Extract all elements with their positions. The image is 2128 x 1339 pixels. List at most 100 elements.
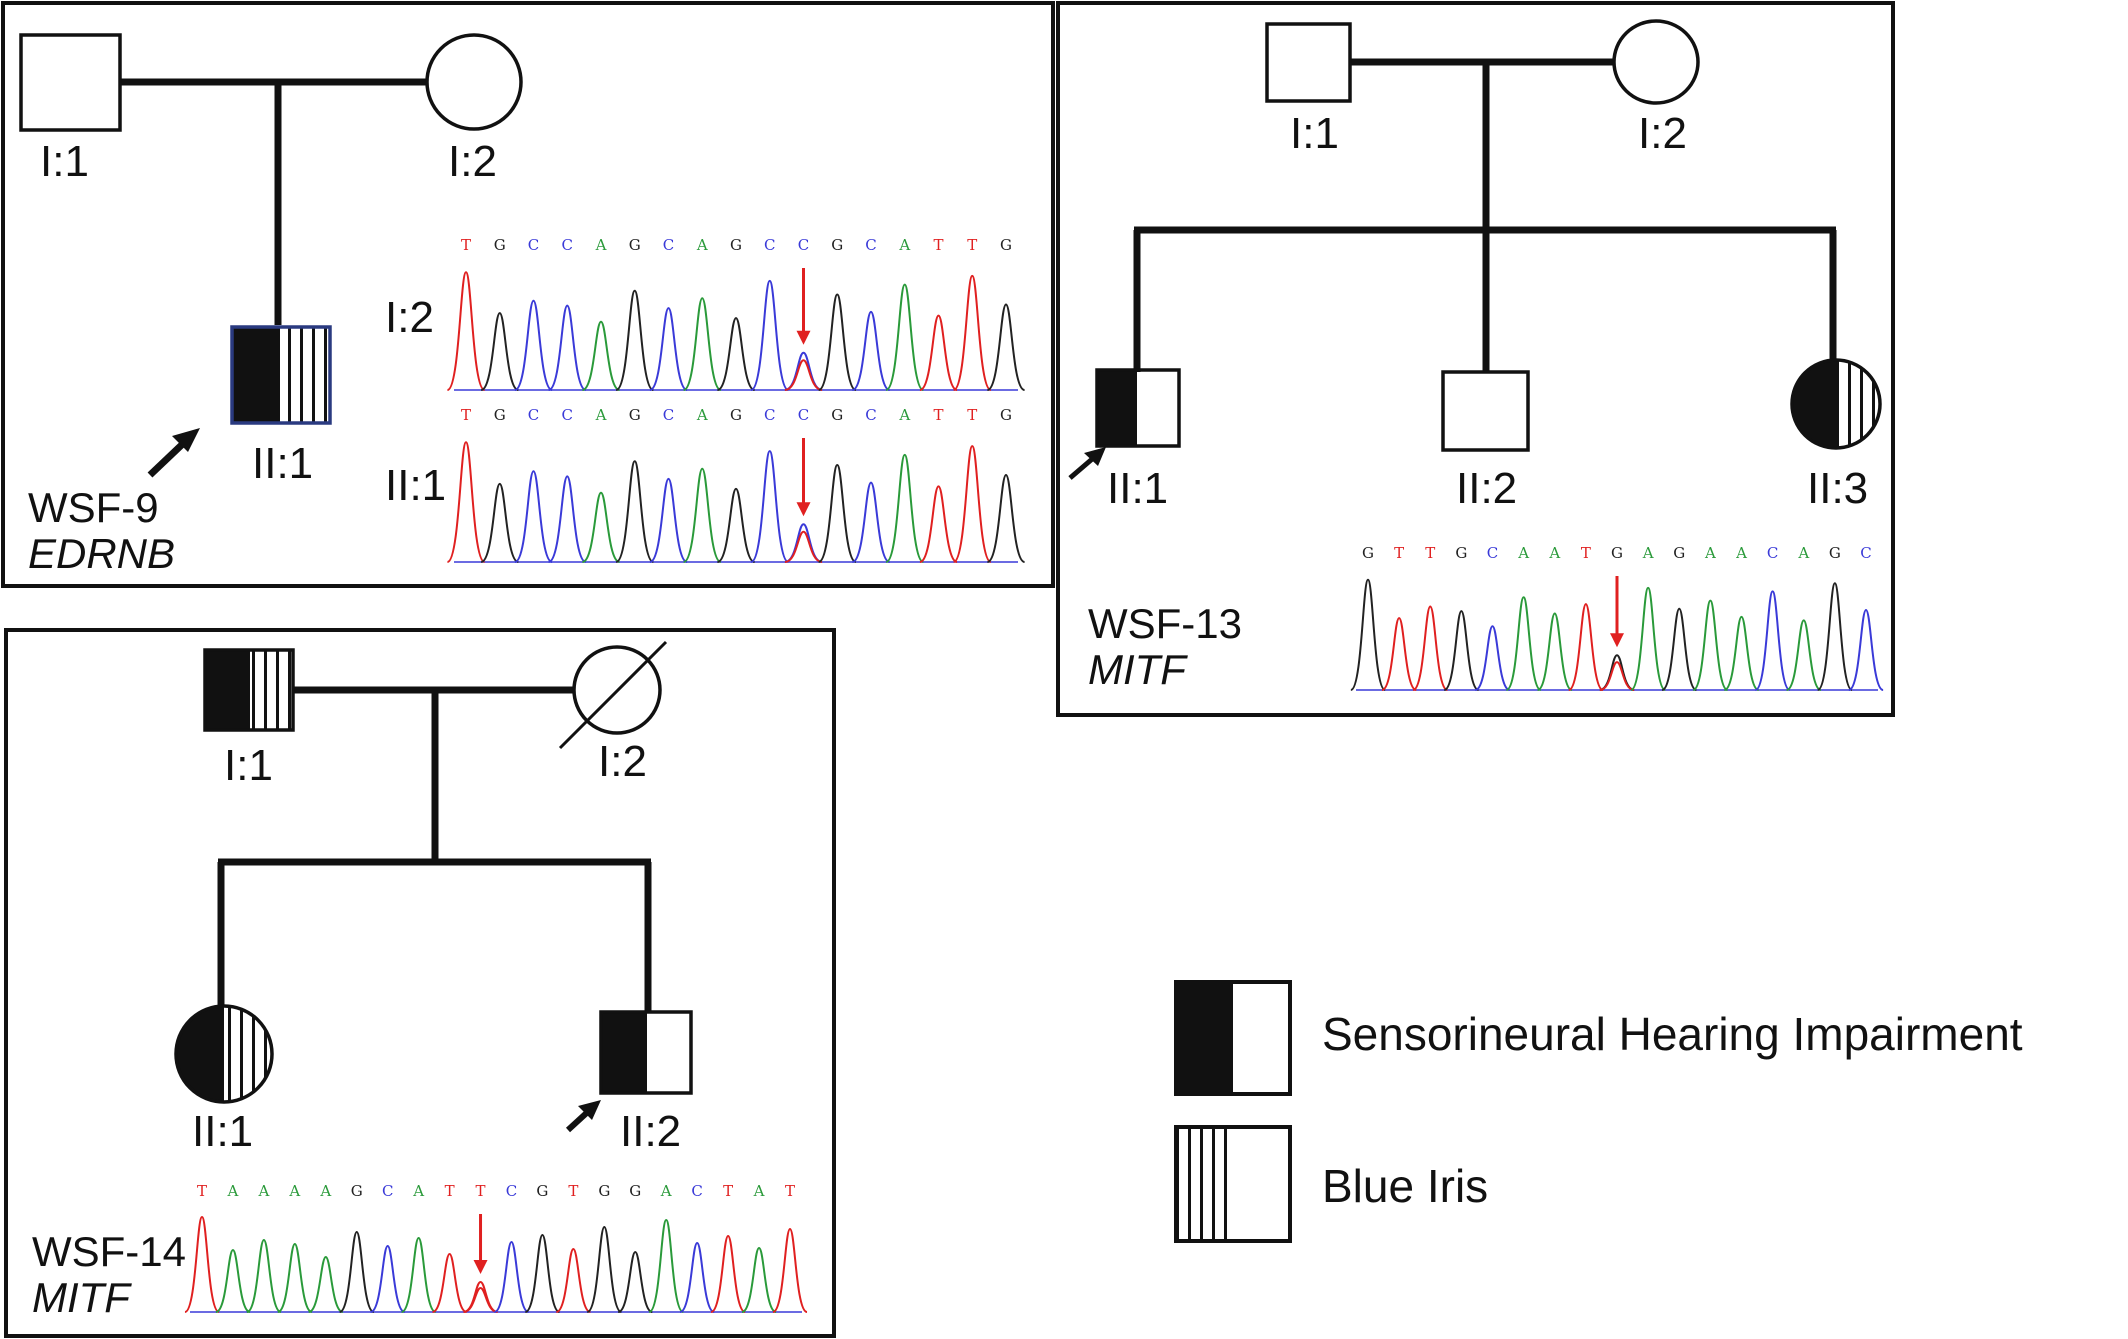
trace-peak bbox=[463, 1286, 498, 1313]
mutation-arrowhead-icon bbox=[473, 1260, 488, 1274]
base-call: G bbox=[494, 236, 506, 254]
base-call: T bbox=[933, 406, 943, 424]
trace-peak bbox=[818, 463, 857, 563]
trace-peak bbox=[750, 450, 790, 563]
trace-peak bbox=[184, 1215, 220, 1313]
trace-peak bbox=[446, 271, 486, 391]
base-call: A bbox=[898, 406, 910, 424]
base-call: G bbox=[351, 1182, 363, 1200]
trace-peak bbox=[710, 1234, 746, 1313]
base-call: C bbox=[506, 1182, 517, 1200]
trace-peak bbox=[1505, 596, 1542, 691]
base-call: C bbox=[764, 406, 775, 424]
trace-peak bbox=[1754, 590, 1791, 691]
base-call: C bbox=[562, 406, 573, 424]
base-call: A bbox=[696, 236, 708, 254]
mutation-arrowhead-icon bbox=[796, 330, 811, 345]
trace-peak bbox=[986, 474, 1026, 563]
trace-peak bbox=[1474, 625, 1511, 691]
base-call: T bbox=[476, 1182, 486, 1200]
legend-hearing-label: Sensorineural Hearing Impairment bbox=[1322, 1008, 2023, 1060]
base-call: A bbox=[1642, 544, 1654, 562]
trace-peak bbox=[750, 279, 790, 391]
base-call: T bbox=[568, 1182, 578, 1200]
base-call: C bbox=[798, 236, 809, 254]
base-call: C bbox=[528, 236, 539, 254]
trace-peak bbox=[480, 312, 519, 391]
base-call: C bbox=[382, 1182, 393, 1200]
trace-peak bbox=[1848, 608, 1884, 691]
trace-peak bbox=[1443, 610, 1480, 691]
base-call: A bbox=[696, 406, 708, 424]
trace-peak bbox=[885, 283, 924, 391]
trace-peak bbox=[1630, 586, 1667, 691]
base-call: C bbox=[528, 406, 539, 424]
affected-male-symbol bbox=[230, 325, 332, 425]
base-call: C bbox=[562, 236, 573, 254]
base-call: G bbox=[1000, 406, 1012, 424]
individual-label: I:2 bbox=[598, 737, 647, 786]
trace-peak bbox=[716, 317, 756, 391]
trace-peak bbox=[308, 1255, 344, 1313]
trace-peak bbox=[1816, 582, 1853, 691]
trace-peak bbox=[1599, 654, 1635, 691]
base-call: A bbox=[412, 1182, 424, 1200]
family-id: WSF-14 bbox=[32, 1228, 186, 1275]
trace-peak bbox=[617, 1250, 653, 1313]
affected-female-symbol bbox=[1790, 358, 1882, 450]
gene-name: MITF bbox=[32, 1274, 132, 1321]
trace-peak bbox=[581, 320, 621, 391]
base-call: T bbox=[461, 236, 471, 254]
trace-peak bbox=[772, 1227, 808, 1313]
base-call: C bbox=[663, 406, 674, 424]
trace-peak bbox=[446, 441, 486, 563]
base-call: A bbox=[257, 1182, 269, 1200]
family-id: WSF-9 bbox=[28, 484, 159, 531]
base-call: G bbox=[1455, 544, 1467, 562]
base-call: T bbox=[445, 1182, 455, 1200]
base-call: G bbox=[494, 406, 506, 424]
trace-peak bbox=[432, 1252, 468, 1313]
base-call: A bbox=[660, 1182, 672, 1200]
legend-hearing-symbol bbox=[1174, 980, 1292, 1096]
trace-peak bbox=[524, 1233, 560, 1313]
panel-border bbox=[1056, 1, 1895, 717]
base-call: C bbox=[663, 236, 674, 254]
legend-iris-symbol bbox=[1174, 1125, 1292, 1243]
base-call: T bbox=[723, 1182, 733, 1200]
base-call: C bbox=[865, 406, 876, 424]
trace-peak bbox=[851, 310, 891, 391]
female-symbol bbox=[425, 33, 523, 131]
affected-male-symbol bbox=[1095, 368, 1181, 448]
trace-peak bbox=[683, 297, 722, 391]
base-call: A bbox=[753, 1182, 765, 1200]
trace-peak bbox=[649, 477, 688, 563]
trace-peak bbox=[1599, 661, 1635, 691]
trace-peak bbox=[1412, 605, 1449, 691]
base-call: C bbox=[691, 1182, 702, 1200]
trace-peak bbox=[1537, 612, 1573, 691]
individual-label: II:1 bbox=[1107, 464, 1168, 513]
trace-peak bbox=[919, 314, 958, 391]
base-call: G bbox=[730, 406, 742, 424]
base-call: A bbox=[319, 1182, 331, 1200]
base-call: G bbox=[1611, 544, 1623, 562]
trace-peak bbox=[1692, 599, 1729, 691]
base-call: T bbox=[1581, 544, 1591, 562]
gene-name: EDRNB bbox=[28, 530, 175, 577]
legend-iris-label: Blue Iris bbox=[1322, 1160, 1488, 1212]
trace-peak bbox=[1349, 578, 1387, 691]
base-call: G bbox=[831, 406, 843, 424]
panel-border bbox=[4, 628, 836, 1338]
individual-label: I:1 bbox=[1290, 109, 1339, 158]
individual-label: I:1 bbox=[40, 137, 89, 186]
base-call: G bbox=[1673, 544, 1685, 562]
trace-peak bbox=[851, 481, 891, 563]
base-call: T bbox=[1425, 544, 1435, 562]
base-call: G bbox=[831, 236, 843, 254]
base-call: G bbox=[536, 1182, 548, 1200]
